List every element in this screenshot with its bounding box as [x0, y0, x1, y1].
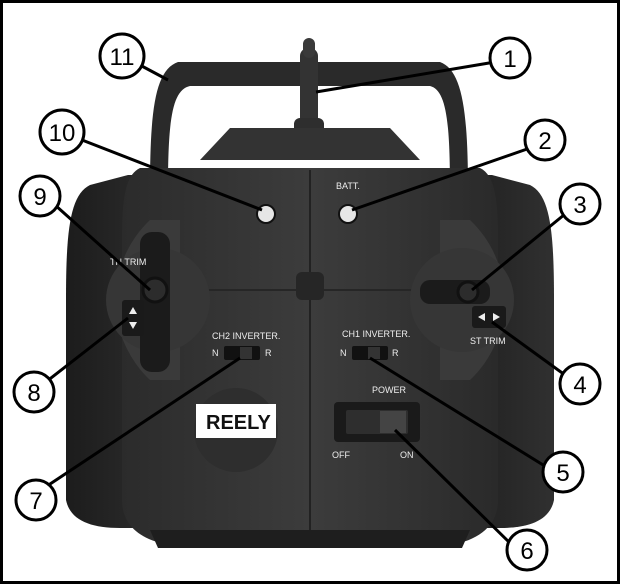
svg-text:8: 8 [27, 380, 40, 407]
callout-11: 11 [98, 32, 146, 80]
batt-label: BATT. [336, 181, 360, 191]
off-label: OFF [332, 450, 350, 460]
callout-9: 9 [18, 174, 62, 218]
callout-5: 5 [541, 450, 585, 494]
antenna [300, 48, 318, 128]
callouts: 1 2 3 4 5 6 7 8 9 10 11 [12, 32, 602, 572]
svg-text:3: 3 [573, 192, 586, 219]
st-trim-label: ST TRIM [470, 336, 506, 346]
svg-text:9: 9 [33, 184, 46, 211]
svg-text:1: 1 [503, 46, 516, 73]
callout-4: 4 [558, 362, 602, 406]
brand-logo [196, 404, 276, 438]
leader-lines [37, 60, 571, 547]
th-trim-label: TH TRIM [110, 257, 146, 267]
ch1-r-label: R [392, 348, 399, 358]
callout-1: 1 [488, 36, 532, 80]
throttle-trim-switch[interactable] [122, 300, 144, 336]
ch1-n-label: N [340, 348, 347, 358]
svg-text:2: 2 [538, 128, 551, 155]
callout-6: 6 [505, 528, 549, 572]
on-label: ON [400, 450, 414, 460]
callout-8: 8 [12, 370, 56, 414]
carry-handle [150, 62, 468, 190]
ch2-inverter-label: CH2 INVERTER. [212, 331, 280, 341]
ch2-r-label: R [265, 348, 272, 358]
svg-text:6: 6 [520, 538, 533, 565]
brand-text: REELY [206, 412, 272, 434]
power-label: POWER [372, 385, 407, 395]
svg-text:7: 7 [29, 488, 42, 515]
callout-3: 3 [558, 182, 602, 226]
ch1-inverter-label: CH1 INVERTER. [342, 329, 410, 339]
callout-2: 2 [523, 118, 567, 162]
callout-10: 10 [38, 108, 86, 156]
callout-7: 7 [14, 478, 58, 522]
svg-text:11: 11 [110, 44, 135, 71]
steering-trim-switch[interactable] [472, 306, 506, 328]
svg-text:5: 5 [556, 460, 569, 487]
svg-text:4: 4 [573, 372, 586, 399]
svg-text:10: 10 [49, 120, 76, 147]
ch2-n-label: N [212, 348, 219, 358]
